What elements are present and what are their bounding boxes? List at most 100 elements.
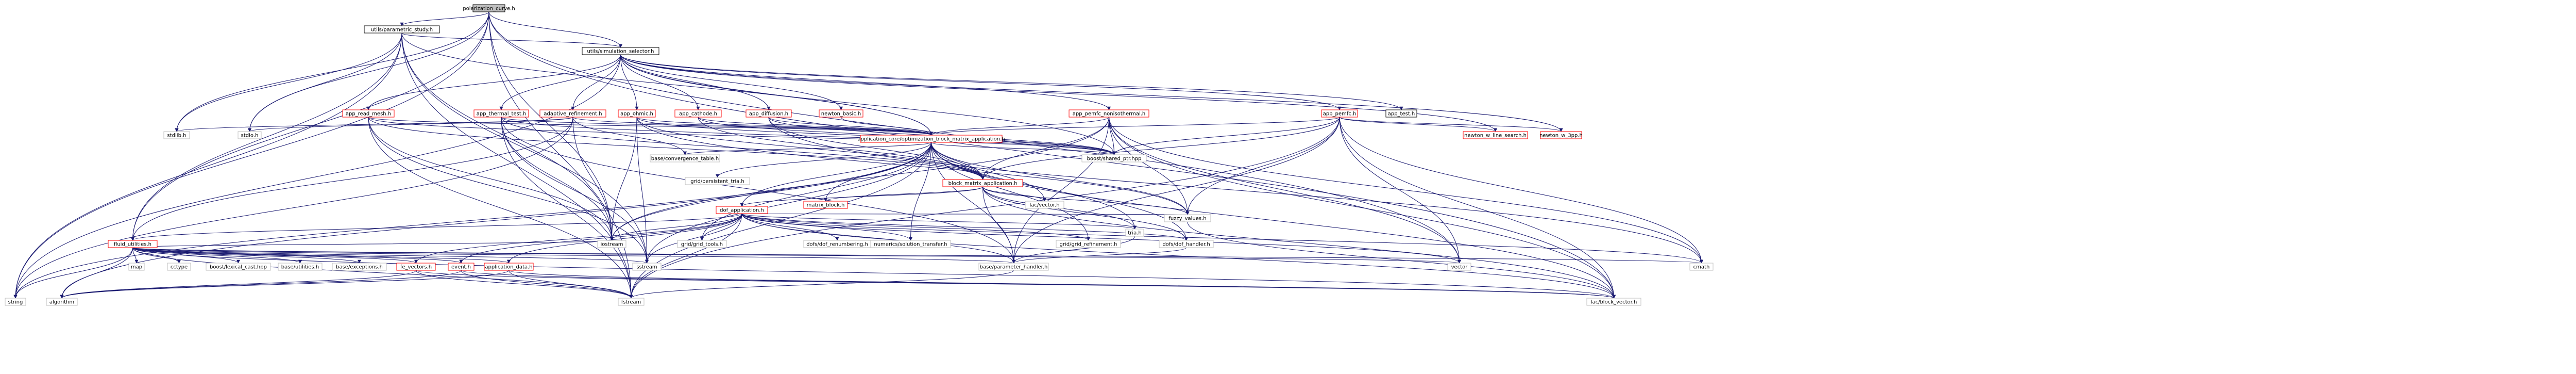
node-lac-block-vector-h[interactable]: lac/block_vector.h [1586, 298, 1641, 306]
node-box [1586, 298, 1641, 306]
node-box [128, 263, 145, 271]
node-box [632, 263, 662, 271]
node-boost-lexical-cast-hpp[interactable]: boost/lexical_cast.hpp [206, 263, 271, 271]
edge-pstudy-to-sstream [401, 32, 649, 264]
node-label: algorithm [49, 300, 74, 305]
edge-appdata-to-lacblock [509, 270, 1616, 299]
node-box [803, 201, 848, 209]
edge-dofapp-to-tria [741, 213, 1137, 230]
edge-pemfc-to-vector [1339, 117, 1461, 264]
node-label: adaptive_refinement.h [544, 111, 602, 117]
node-grid-persistent-tria-h[interactable]: grid/persistent_tria.h [685, 177, 750, 185]
node-cctype[interactable]: cctype [167, 263, 191, 271]
edge-simsel-to-pemfc_nonis [620, 54, 1111, 110]
edge-pemfc_nonis-to-cmath [1109, 117, 1703, 264]
node-lac-vector-h[interactable]: lac/vector.h [1025, 201, 1064, 209]
node-adaptive-refinement-h[interactable]: adaptive_refinement.h [539, 109, 606, 118]
edge-dofapp-to-gridrefine [741, 213, 1090, 241]
node-block-matrix-application-h[interactable]: block_matrix_application.h [942, 179, 1023, 187]
node-box [396, 263, 436, 271]
node-iostream[interactable]: iostream [597, 240, 626, 248]
node-newton-basic-h[interactable]: newton_basic.h [819, 109, 863, 118]
node-base-parameter-handler-h[interactable]: base/parameter_handler.h [978, 263, 1049, 271]
node-app-cathode-h[interactable]: app_cathode.h [674, 109, 722, 118]
edge-simsel-to-readmesh [366, 54, 621, 110]
node-base-exceptions-h[interactable]: base/exceptions.h [332, 263, 387, 271]
node-sstream[interactable]: sstream [632, 263, 662, 271]
edge-acoh-to-dofhandler [931, 142, 1188, 241]
node-label: grid/persistent_tria.h [690, 179, 744, 185]
edge-ohmic-to-fullmatrix [636, 117, 1190, 215]
node-utils-parametric-study-h[interactable]: utils/parametric_study.h [364, 25, 440, 34]
node-polarization-curve-h[interactable]: polarization_curve.h [463, 4, 515, 12]
node-app-thermal-test-h[interactable]: app_thermal_test.h [473, 109, 529, 118]
node-label: iostream [601, 242, 623, 248]
node-matrix-block-h[interactable]: matrix_block.h [803, 201, 848, 209]
edge-fluid-to-sstream [132, 247, 649, 264]
edge-paramhandler-to-fstream [629, 270, 1014, 299]
node-event-h[interactable]: event.h [448, 263, 474, 271]
node-box [1385, 109, 1417, 118]
node-grid-grid-refinement-h[interactable]: grid/grid_refinement.h [1056, 240, 1121, 248]
edge-acoh-to-tria [931, 142, 1137, 230]
node-app-read-mesh-h[interactable]: app_read_mesh.h [342, 109, 395, 118]
edge-pemfc-to-lacblock [1339, 117, 1616, 299]
edge-ohmic-to-iostream [610, 117, 637, 241]
node-box [448, 263, 474, 271]
edge-pemfc-to-fstream [629, 117, 1340, 299]
node-box [942, 179, 1023, 187]
node-dof-application-h[interactable]: dof_application.h [716, 206, 768, 214]
edge-fevector-to-fstream [416, 270, 633, 299]
edge-pemfc_nonis-to-bmapp [981, 117, 1109, 180]
node-fuzzy-values-h[interactable]: fuzzy_values.h [1164, 214, 1211, 222]
node-box [163, 131, 190, 139]
node-application-core-optimization-block-matrix-application-h[interactable]: application_core/optimization_block_matr… [857, 135, 1005, 143]
edge-bmapp-to-paramhandler [982, 186, 1015, 264]
edge-simsel-to-newton_basic [620, 54, 843, 110]
node-box [539, 109, 606, 118]
node-app-pemfc-h[interactable]: app_pemfc.h [1321, 109, 1358, 118]
node-vector[interactable]: vector [1447, 263, 1471, 271]
node-fluid-utilities-h[interactable]: fluid_utilities.h [108, 240, 158, 248]
node-map[interactable]: map [128, 263, 145, 271]
node-utils-simulation-selector-h[interactable]: utils/simulation_selector.h [582, 47, 659, 55]
node-base-convergence-table-h[interactable]: base/convergence_table.h [650, 154, 720, 162]
edge-pstudy-to-stdlib [175, 32, 402, 132]
edge-adapt-to-acoh [572, 117, 933, 136]
node-cmath[interactable]: cmath [1689, 263, 1714, 271]
node-algorithm[interactable]: algorithm [46, 298, 78, 306]
node-label: vector [1451, 265, 1468, 270]
node-newton-w-line-search-h[interactable]: newton_w_line_search.h [1463, 131, 1528, 139]
node-tria-h[interactable]: tria.h [1125, 229, 1144, 237]
node-stdlib-h[interactable]: stdlib.h [163, 131, 190, 139]
node-stdio-h[interactable]: stdio.h [238, 131, 262, 139]
node-string[interactable]: string [5, 298, 26, 306]
edge-simsel-to-n3pp [620, 54, 1563, 132]
node-box [618, 298, 645, 306]
node-fstream[interactable]: fstream [618, 298, 645, 306]
node-dofs-dof-renumbering-h[interactable]: dofs/dof_renumbering.h [803, 240, 871, 248]
node-label: matrix_block.h [807, 203, 845, 208]
node-app-diffusion-h[interactable]: app_diffusion.h [745, 109, 792, 118]
node-newton-w-3pp-h[interactable]: newton_w_3pp.h [1539, 131, 1583, 139]
node-grid-grid-tools-h[interactable]: grid/grid_tools.h [677, 240, 727, 248]
node-app-test-h[interactable]: app_test.h [1385, 109, 1417, 118]
edge-dofapp-to-fluid [131, 213, 742, 241]
edge-thermal-to-iostream [501, 117, 614, 241]
edge-ohmic-to-sstream [636, 117, 649, 264]
node-app-ohmic-h[interactable]: app_ohmic.h [618, 109, 656, 118]
edge-fluid-to-algorithm [60, 247, 133, 299]
edge-pemfc_nonis-to-paramhandler [1012, 117, 1109, 264]
edge-dofapp-to-gridbox [700, 213, 742, 241]
node-app-pemfc-nonisothermal-h[interactable]: app_pemfc_nonisothermal.h [1069, 109, 1149, 118]
node-fe-vectors-h[interactable]: fe_vectors.h [396, 263, 436, 271]
node-base-utilities-h[interactable]: base/utilities.h [278, 263, 323, 271]
edge-adapt-to-stdlib [175, 117, 573, 132]
edge-acoh-to-gridrefine [931, 142, 1090, 241]
node-label: dofs/dof_renumbering.h [806, 242, 868, 248]
node-numerics-solution-transfer-h[interactable]: numerics/solution_transfer.h [870, 240, 951, 248]
node-dofs-dof-handler-h[interactable]: dofs/dof_handler.h [1159, 240, 1214, 248]
node-application-data-h[interactable]: application_data.h [484, 263, 534, 271]
node-boost-shared-ptr-hpp[interactable]: boost/shared_ptr.hpp [1081, 154, 1147, 162]
node-label: cctype [171, 265, 188, 270]
